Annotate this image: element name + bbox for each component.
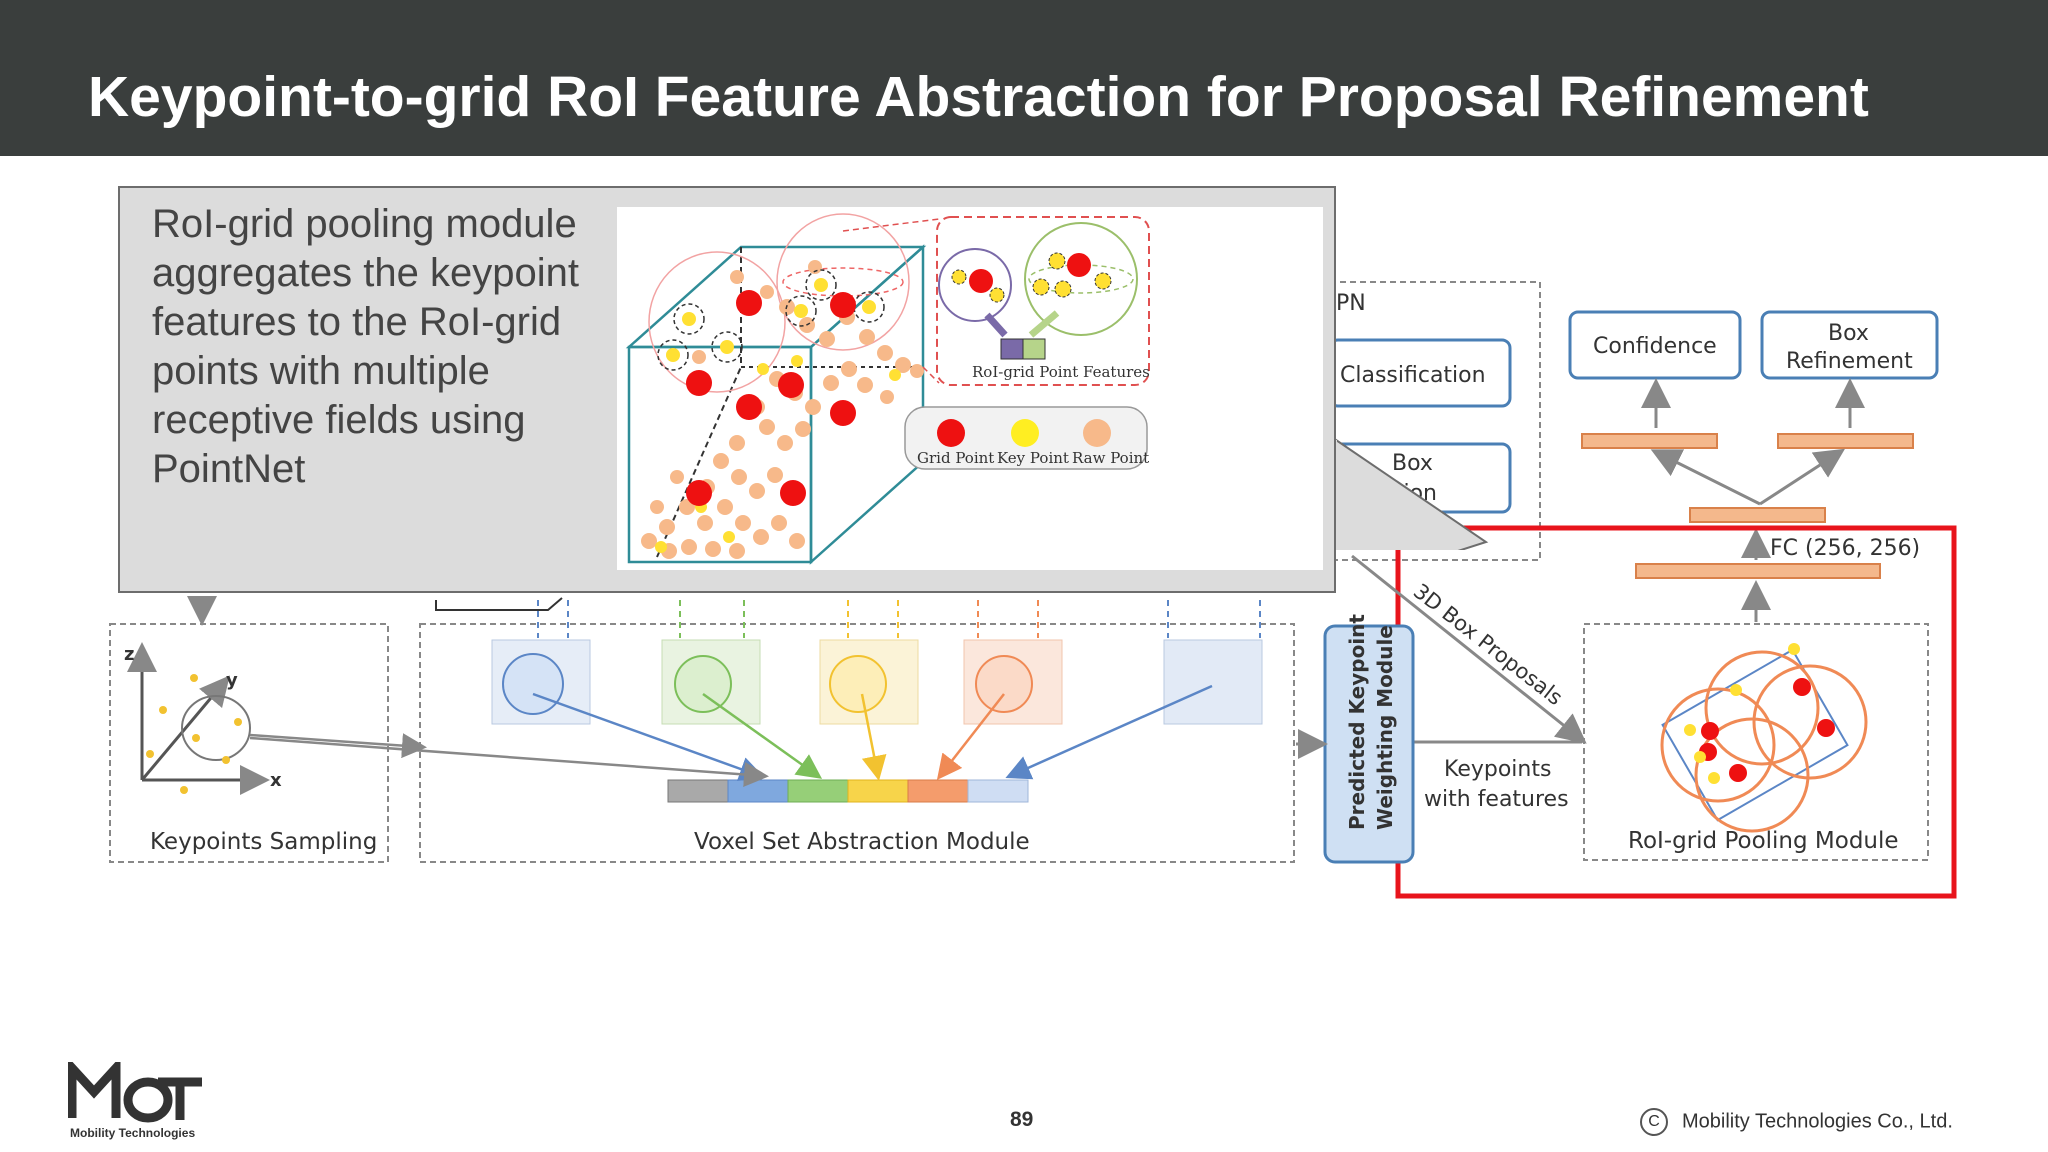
- callout-line: RoI-grid pooling module: [152, 202, 577, 246]
- roi-pooling-label: RoI-grid Pooling Module: [1628, 828, 1899, 854]
- box-refinement-label-1: Box: [1828, 321, 1869, 346]
- copyright-text: Mobility Technologies Co., Ltd.: [1682, 1110, 1953, 1133]
- copyright-icon: C: [1640, 1108, 1668, 1136]
- feature-block-purple: [1000, 338, 1024, 360]
- fc-layer-bottom: [1635, 563, 1881, 579]
- slide-title: Keypoint-to-grid RoI Feature Abstraction…: [88, 65, 1869, 129]
- callout-pointer: [1336, 438, 1489, 550]
- callout-line: points with multiple: [152, 349, 490, 393]
- vsa-module-label: Voxel Set Abstraction Module: [694, 829, 1030, 855]
- fc-layer-right: [1777, 433, 1914, 449]
- keypoints-features-label-2: with features: [1424, 787, 1569, 812]
- callout-line: receptive fields using: [152, 398, 526, 442]
- logo-tagline: Mobility Technologies: [70, 1126, 196, 1140]
- keypoints-sampling-box: [109, 623, 389, 863]
- confidence-label: Confidence: [1593, 334, 1717, 359]
- grid-points: [686, 290, 856, 506]
- feature-block-green: [1022, 338, 1046, 360]
- voxel-grids: [491, 639, 1263, 725]
- rpn-label: PN: [1336, 291, 1366, 316]
- keypoints-sampling-label: Keypoints Sampling: [150, 829, 377, 855]
- legend-raw-label: Raw Point: [1072, 449, 1149, 467]
- axis-z-label: z: [124, 644, 134, 665]
- page-number: 89: [1010, 1108, 1034, 1131]
- weighting-module-label-2: Weighting Module: [1373, 625, 1397, 830]
- weighting-module-box: [1323, 624, 1415, 864]
- axis-x-label: x: [270, 770, 282, 791]
- roi-pooling-box: [1583, 623, 1929, 861]
- feature-bar: [667, 779, 1029, 803]
- callout-text: RoI-grid pooling module aggregates the k…: [152, 200, 612, 494]
- company-logo: [68, 1062, 202, 1123]
- copyright: C Mobility Technologies Co., Ltd.: [1640, 1108, 1953, 1136]
- point-cloud-box: [625, 213, 927, 565]
- fc-label: FC (256, 256): [1770, 536, 1920, 561]
- architecture-diagram: PN Classification Box sion Confidence Bo…: [0, 156, 2048, 956]
- axis-y-label: y: [226, 670, 238, 691]
- callout-line: aggregates the keypoint: [152, 251, 579, 295]
- callout-line: PointNet: [152, 447, 306, 491]
- title-bar: Keypoint-to-grid RoI Feature Abstraction…: [0, 0, 2048, 156]
- box-refinement-label-2: Refinement: [1786, 349, 1913, 374]
- roi-pooling-graphic: [1660, 643, 1868, 833]
- key-points: [655, 269, 901, 553]
- weighting-module-label-1: Predicted Keypoint: [1345, 614, 1369, 830]
- axes-graphic: [127, 642, 270, 795]
- fc-layer-mid: [1689, 507, 1826, 523]
- legend-key-label: Key Point: [997, 449, 1069, 467]
- callout-line: features to the RoI-grid: [152, 300, 562, 344]
- box-regression-label-1: Box: [1392, 451, 1433, 476]
- legend-key-swatch: [1011, 419, 1039, 447]
- roi-grid-figure: RoI-grid Point Features Grid Point Key P…: [617, 207, 1323, 570]
- rpn-box: [1299, 281, 1541, 561]
- proposals-label: 3D Box Proposals: [1409, 579, 1567, 710]
- classification-label: Classification: [1340, 363, 1486, 388]
- zoom-region: [936, 216, 1150, 386]
- keypoints-features-label-1: Keypoints: [1444, 757, 1551, 782]
- fc-layer-left: [1581, 433, 1718, 449]
- legend-grid-label: Grid Point: [917, 449, 994, 467]
- features-caption: RoI-grid Point Features: [972, 363, 1150, 381]
- legend-raw-swatch: [1083, 419, 1111, 447]
- legend-grid-swatch: [937, 419, 965, 447]
